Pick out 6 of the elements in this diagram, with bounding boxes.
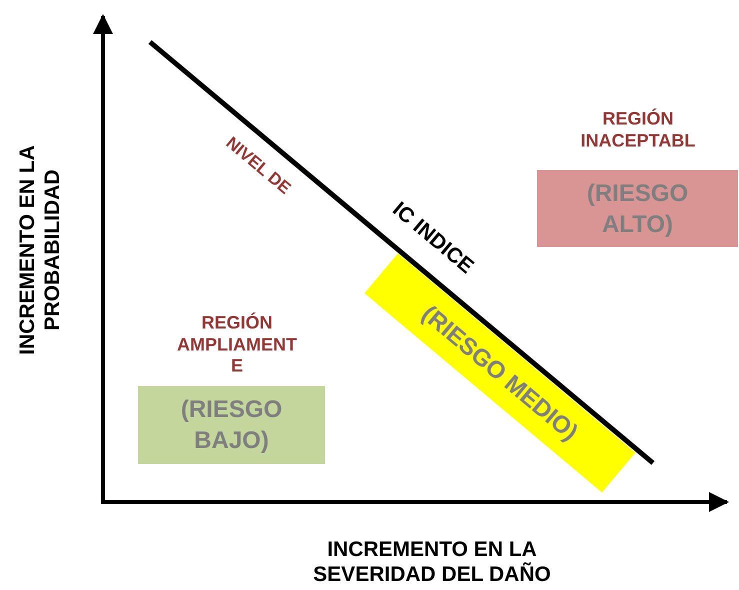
risk-zone-box: (RIESGO BAJO)	[138, 386, 325, 464]
region-heading: REGIÓN INACEPTABL	[580, 108, 696, 152]
axis-label: INCREMENTO EN LA SEVERIDAD DEL DAÑO	[312, 536, 552, 588]
axis-label: INCREMENTO EN LA PROBABILIDAD	[14, 144, 65, 357]
region-heading: REGIÓN AMPLIAMENT E	[176, 312, 298, 378]
risk-zone-box: (RIESGO ALTO)	[537, 170, 738, 247]
